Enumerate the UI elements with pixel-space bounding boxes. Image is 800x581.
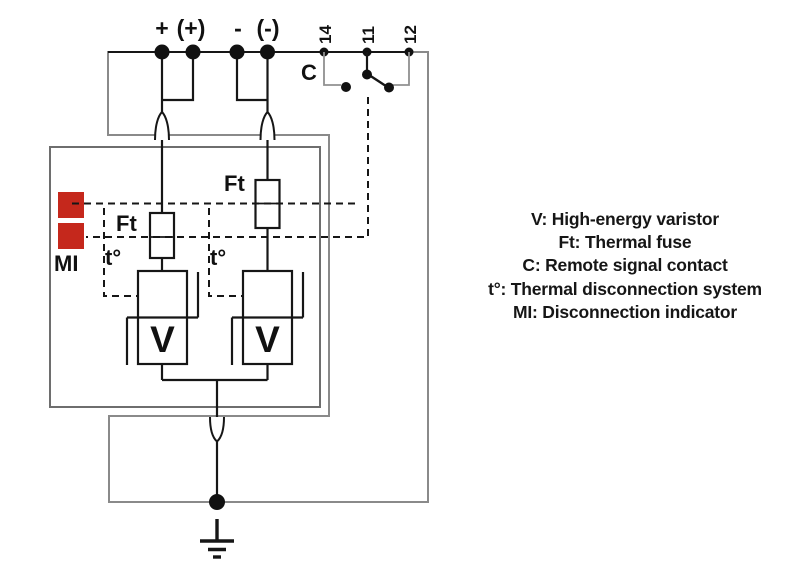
plug-contact-icon-top-right — [259, 110, 276, 141]
fuse-right-label: Ft — [224, 171, 245, 196]
contact-pivot-dot — [362, 69, 372, 80]
contact-dot-no — [341, 82, 351, 92]
terminal-minus-label: - — [234, 15, 242, 41]
terminal-14-label: 14 — [316, 25, 335, 44]
mi-indicator-square-top — [58, 192, 84, 218]
terminal-dot-plus-aux — [185, 44, 201, 60]
thermal-left-label: t° — [105, 245, 121, 270]
legend-line-thermal: t°: Thermal disconnection system — [488, 278, 762, 299]
mechanical-linkage-dashed — [72, 97, 369, 297]
thermal-right-label: t° — [210, 245, 226, 270]
terminal-plus-label: + — [155, 15, 168, 41]
legend-line-fuse: Ft: Thermal fuse — [558, 232, 692, 253]
varistor-right-label: V — [255, 319, 280, 360]
conductor-minus-elbow — [235, 52, 267, 102]
earth-loop-outline — [49, 51, 429, 503]
conductors — [160, 52, 269, 495]
terminal-dot-plus — [154, 44, 170, 60]
contact-wire-14 — [323, 52, 341, 86]
terminal-11-label: 11 — [359, 26, 378, 44]
fuse-left-label: Ft — [116, 211, 137, 236]
plug-contact-icon-bottom — [209, 416, 225, 443]
thermal-fuse-left-symbol — [148, 211, 176, 260]
legend-line-varistor: V: High-energy varistor — [531, 209, 719, 229]
legend-line-contact: C: Remote signal contact — [522, 255, 728, 276]
earth-loop-path — [107, 51, 429, 503]
thermal-linkage-right — [208, 208, 242, 297]
varistor-junction-lines — [160, 364, 269, 417]
linkage-fuse-crossings — [150, 202, 280, 238]
plug-contact-icon-top-left — [154, 110, 170, 141]
thermal-linkage-left — [103, 208, 137, 297]
device-enclosure-box — [49, 146, 321, 408]
disconnection-indicator — [58, 192, 84, 249]
earth-junction-dot — [209, 494, 225, 510]
varistor-left-label: V — [150, 319, 175, 360]
terminal-dot-minus-aux — [260, 44, 275, 60]
diagram-labels: + (+) - (-) 14 11 12 C Ft Ft t° t° MI V … — [54, 15, 420, 360]
contact-wire-12 — [393, 52, 410, 86]
remote-signal-contact-switch — [323, 52, 410, 93]
plug-contacts — [154, 110, 276, 443]
terminal-12-label: 12 — [401, 25, 420, 44]
terminal-dot-minus — [229, 44, 245, 60]
linkage-contact-to-indicator — [86, 97, 369, 238]
mi-indicator-square-bottom — [58, 223, 84, 249]
conductor-plus-aux-elbow — [163, 52, 195, 102]
varistor-blocks — [125, 269, 305, 366]
terminal-plus-aux-label: (+) — [177, 15, 206, 41]
ground-icon — [200, 519, 234, 559]
contact-c-label: C — [301, 60, 317, 85]
legend-line-indicator: MI: Disconnection indicator — [512, 301, 738, 322]
earthing — [200, 494, 234, 559]
legend: V: High-energy varistor Ft: Thermal fuse… — [460, 208, 790, 324]
terminal-minus-aux-label: (-) — [257, 15, 280, 41]
mi-label: MI — [54, 251, 78, 276]
contact-dot-nc — [384, 82, 394, 93]
